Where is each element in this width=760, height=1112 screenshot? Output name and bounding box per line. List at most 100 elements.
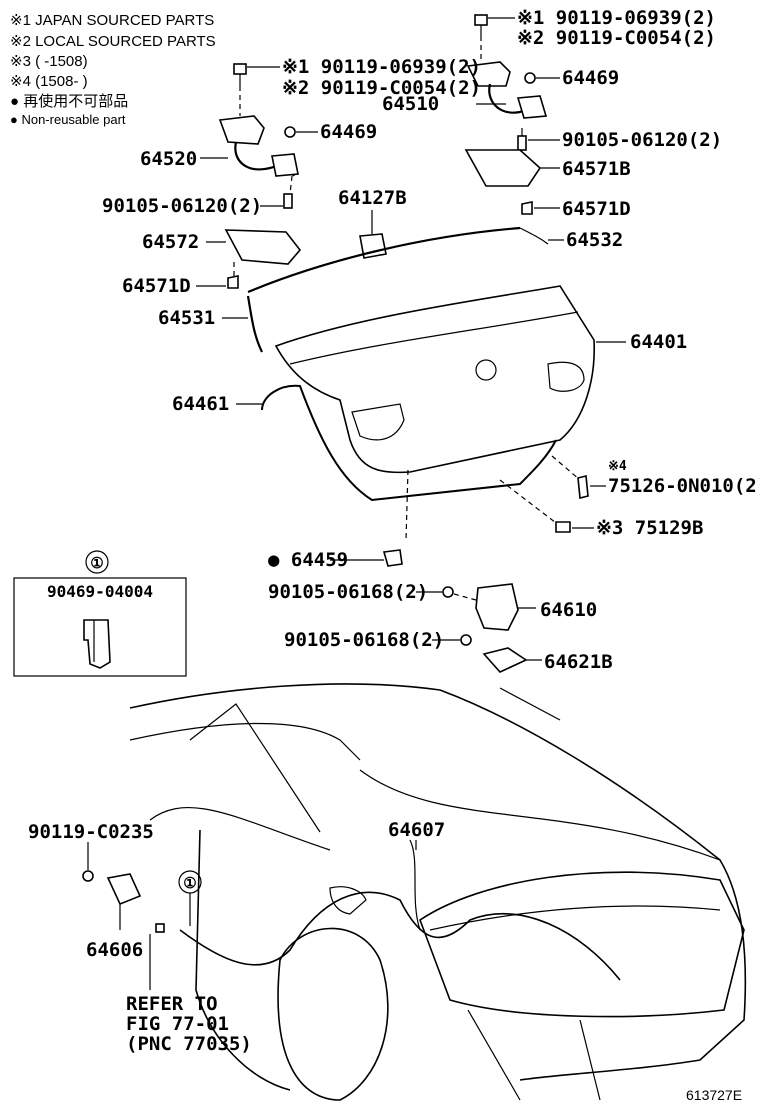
striker-64621b-icon [482, 647, 528, 673]
label-90105-06168-a: 90105-06168(2) [268, 581, 428, 603]
label-64572: 64572 [142, 231, 199, 253]
leader-dashed [453, 593, 477, 601]
label-refer-line1: REFER TO [126, 993, 218, 1015]
trunk-lid-icon [274, 285, 595, 474]
label-note4: ※4 [608, 459, 627, 474]
inset-marker-circle [85, 550, 109, 574]
bracket-64571b-icon [464, 149, 542, 187]
clip-icon [521, 201, 533, 215]
rear-glass-line [359, 769, 721, 861]
label-64610: 64610 [540, 599, 597, 621]
car-side-outline [195, 829, 291, 1091]
nut-icon [284, 126, 296, 138]
labels: ※1 90119-06939(2) ※2 90119-C0054(2) 6446… [28, 7, 760, 1103]
bumper-lines [467, 1009, 601, 1101]
label-90119-06939-left: ※1 90119-06939(2) [282, 56, 481, 78]
label-64531: 64531 [158, 307, 215, 329]
label-64461: 64461 [172, 393, 229, 415]
cover-64459-icon [382, 549, 403, 567]
label-90119-c0054-left: ※2 90119-C0054(2) [282, 77, 481, 99]
trunk-lid-group [236, 285, 626, 541]
leader-dashed [405, 469, 409, 541]
bracket-64572-icon [224, 229, 302, 265]
inset-frame [13, 577, 187, 677]
hinge-bracket-icon [218, 115, 265, 145]
label-refer-line2: FIG 77-01 [126, 1013, 229, 1035]
hinge-plate-icon [516, 95, 548, 119]
bolt-icon [474, 14, 488, 26]
label-64532: 64532 [566, 229, 623, 251]
hinge-bracket-icon [466, 61, 511, 87]
figure-id: 613727E [686, 1087, 742, 1103]
torsion-bar-64532 [247, 226, 521, 294]
label-90105-06120-right: 90105-06120(2) [562, 129, 722, 151]
tail-lamp-right-icon [547, 361, 585, 392]
car-body-group [129, 683, 747, 1101]
bolt-icon [460, 634, 472, 646]
note-local-sourced: ※2 LOCAL SOURCED PARTS [10, 33, 216, 50]
car-door-line [149, 807, 331, 851]
trunk-opening-outline [419, 871, 745, 1018]
note-japan-sourced: ※1 JAPAN SOURCED PARTS [10, 12, 214, 29]
torsion-bar-64531 [246, 295, 263, 353]
hinge-plate-icon [271, 153, 299, 177]
bolt-icon [82, 870, 94, 882]
label-90119-c0054-top: ※2 90119-C0054(2) [517, 27, 716, 49]
label-64571b: 64571B [562, 158, 631, 180]
label-64606: 64606 [86, 939, 143, 961]
label-64469-right: 64469 [562, 67, 619, 89]
fuel-lid-icon [329, 886, 367, 915]
note-4: ※4 (1508- ) [10, 73, 88, 90]
leader-dashed [289, 175, 293, 195]
car-window-line [129, 722, 361, 761]
torsion-bar-end [519, 227, 549, 245]
label-64510: 64510 [382, 93, 439, 115]
lever-64606-icon [106, 873, 142, 906]
notes-legend: ※1 JAPAN SOURCED PARTS ※2 LOCAL SOURCED … [10, 12, 216, 127]
label-64469-left: 64469 [320, 121, 377, 143]
lock-64610-icon [475, 583, 519, 631]
cushion-75129b-icon [555, 521, 571, 533]
cable-branch [409, 839, 421, 931]
label-64571d-left: 64571D [122, 275, 191, 297]
bracket-64127b-icon [359, 233, 387, 259]
hinge-left-group [196, 63, 318, 289]
label-64607: 64607 [388, 819, 445, 841]
label-90119-c0235: 90119-C0235 [28, 821, 154, 843]
label-64401: 64401 [630, 331, 687, 353]
note-non-reusable-jp: ● 再使用不可部品 [10, 93, 128, 110]
bolt-icon [233, 63, 247, 75]
label-90105-06120-left: 90105-06120(2) [102, 195, 262, 217]
label-75126: 75126-0N010(2) [608, 475, 760, 497]
bumper-75126-icon [577, 474, 589, 500]
note-non-reusable-en: ● Non-reusable part [10, 112, 126, 127]
inset-box: ① 90469-04004 [13, 550, 187, 677]
tail-lamp-left-icon [351, 403, 405, 441]
label-64459: ● 64459 [268, 549, 348, 571]
leader-line [499, 687, 561, 721]
inset-part-number: 90469-04004 [47, 582, 153, 601]
clip-icon [227, 275, 239, 289]
bolt-icon [517, 135, 527, 151]
weatherstrip-64461-icon [261, 384, 557, 502]
car-pillar [189, 703, 321, 833]
rear-wheel-arch [277, 927, 389, 1101]
hinge-right-group [464, 14, 560, 215]
label-circle1-lower: ① [183, 874, 196, 892]
car-roof-outline [129, 683, 747, 1081]
trunk-lid-crease [289, 311, 579, 365]
label-75129b: ※3 75129B [596, 517, 703, 539]
cable-end-icon [155, 923, 165, 933]
label-64127b: 64127B [338, 187, 407, 209]
label-64520: 64520 [140, 148, 197, 170]
leader-dashed [551, 455, 581, 481]
emblem-icon [475, 359, 497, 381]
inset-marker: ① [90, 554, 103, 572]
label-64571d-right: 64571D [562, 198, 631, 220]
label-90105-06168-b: 90105-06168(2) [284, 629, 444, 651]
leader-dashed [499, 479, 561, 527]
release-cable-64607 [179, 891, 621, 981]
bolt-icon [283, 193, 293, 209]
label-90119-06939-top: ※1 90119-06939(2) [517, 7, 716, 29]
